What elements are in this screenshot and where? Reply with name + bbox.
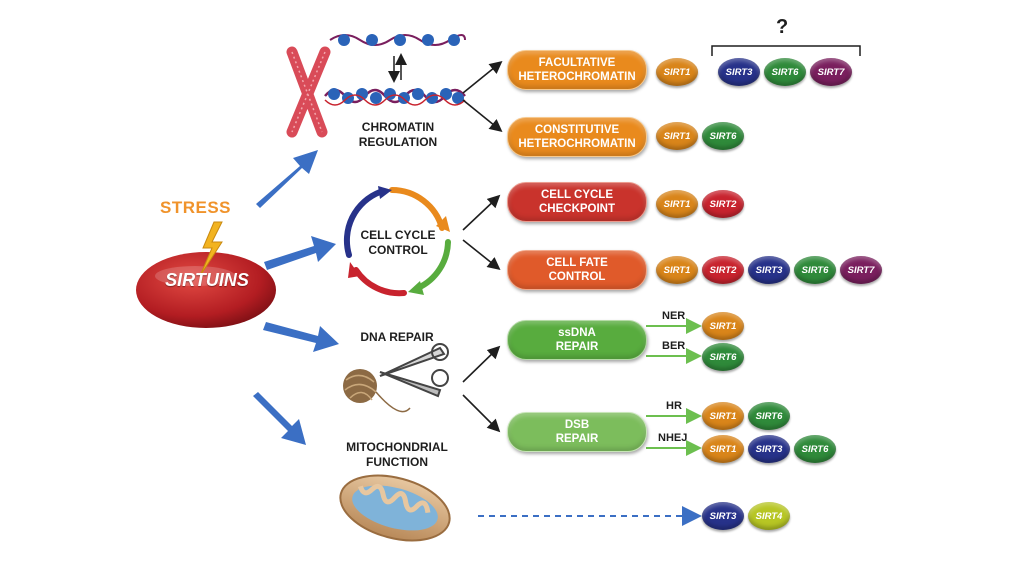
- question-mark: ?: [776, 16, 789, 38]
- stress-label: STRESS: [160, 198, 232, 217]
- sirt-badge: SIRT3: [718, 58, 760, 86]
- sirtuins-label: SIRTUINS: [165, 270, 249, 290]
- sirt-badge: SIRT6: [794, 256, 836, 284]
- hr-label: HR: [666, 400, 682, 412]
- dna-yarn-icon: [343, 369, 411, 413]
- sirt-badge: SIRT1: [702, 435, 744, 463]
- mitochondrion-icon: [339, 474, 451, 542]
- chromatin-strand-bottom: [324, 88, 466, 106]
- repair-arrows: [646, 318, 702, 456]
- chromatin-regulation-label: CHROMATIN REGULATION: [358, 120, 438, 149]
- sirt-badge: SIRT6: [764, 58, 806, 86]
- sirt-badge: SIRT1: [656, 122, 698, 150]
- sirt-badge: SIRT3: [748, 256, 790, 284]
- mitochondrial-function-label: MITOCHONDRIAL FUNCTION: [346, 440, 448, 469]
- cell-cycle-arrowheads: [348, 186, 450, 295]
- stress-arrows: [253, 150, 339, 445]
- ssdna-repair-pill: ssDNA REPAIR: [507, 320, 647, 360]
- sirt-badge: SIRT2: [702, 190, 744, 218]
- exchange-arrows: [388, 53, 407, 83]
- sirt-badge: SIRT6: [748, 402, 790, 430]
- scissors-icon: [379, 343, 449, 398]
- bracket: [711, 45, 861, 56]
- sirt-badge: SIRT6: [794, 435, 836, 463]
- nhej-label: NHEJ: [658, 432, 688, 444]
- sirt-badge: SIRT6: [702, 122, 744, 150]
- sirt-badge: SIRT6: [702, 343, 744, 371]
- dna-repair-label: DNA REPAIR: [360, 330, 434, 344]
- cell-cycle-ring: [343, 187, 451, 297]
- sirt-badge: SIRT1: [656, 256, 698, 284]
- sirt-badge: SIRT3: [702, 502, 744, 530]
- sirt-badge: SIRT3: [748, 435, 790, 463]
- sirt-badge: SIRT1: [656, 190, 698, 218]
- facultative-heterochromatin-pill: FACULTATIVE HETEROCHROMATIN: [507, 50, 647, 90]
- cell-cycle-checkpoint-pill: CELL CYCLE CHECKPOINT: [507, 182, 647, 222]
- sirt-badge: SIRT1: [702, 312, 744, 340]
- sirt-badge: SIRT4: [748, 502, 790, 530]
- dsb-repair-pill: DSB REPAIR: [507, 412, 647, 452]
- sirt-badge: SIRT7: [840, 256, 882, 284]
- sirt-badge: SIRT7: [810, 58, 852, 86]
- ner-label: NER: [662, 310, 686, 322]
- ber-label: BER: [662, 340, 686, 352]
- lightning-icon: [199, 221, 223, 277]
- constitutive-heterochromatin-pill: CONSTITUTIVE HETEROCHROMATIN: [507, 117, 647, 157]
- cell-cycle-control-label: CELL CYCLE CONTROL: [360, 228, 436, 257]
- chromosome-icon: [286, 46, 331, 138]
- sirtuins-ellipse: [136, 252, 276, 328]
- sirt-badge: SIRT1: [656, 58, 698, 86]
- sirt-badge: SIRT1: [702, 402, 744, 430]
- branch-arrows: [462, 60, 503, 433]
- chromatin-strand-top: [329, 34, 466, 46]
- sirt-badge: SIRT2: [702, 256, 744, 284]
- cell-fate-control-pill: CELL FATE CONTROL: [507, 250, 647, 290]
